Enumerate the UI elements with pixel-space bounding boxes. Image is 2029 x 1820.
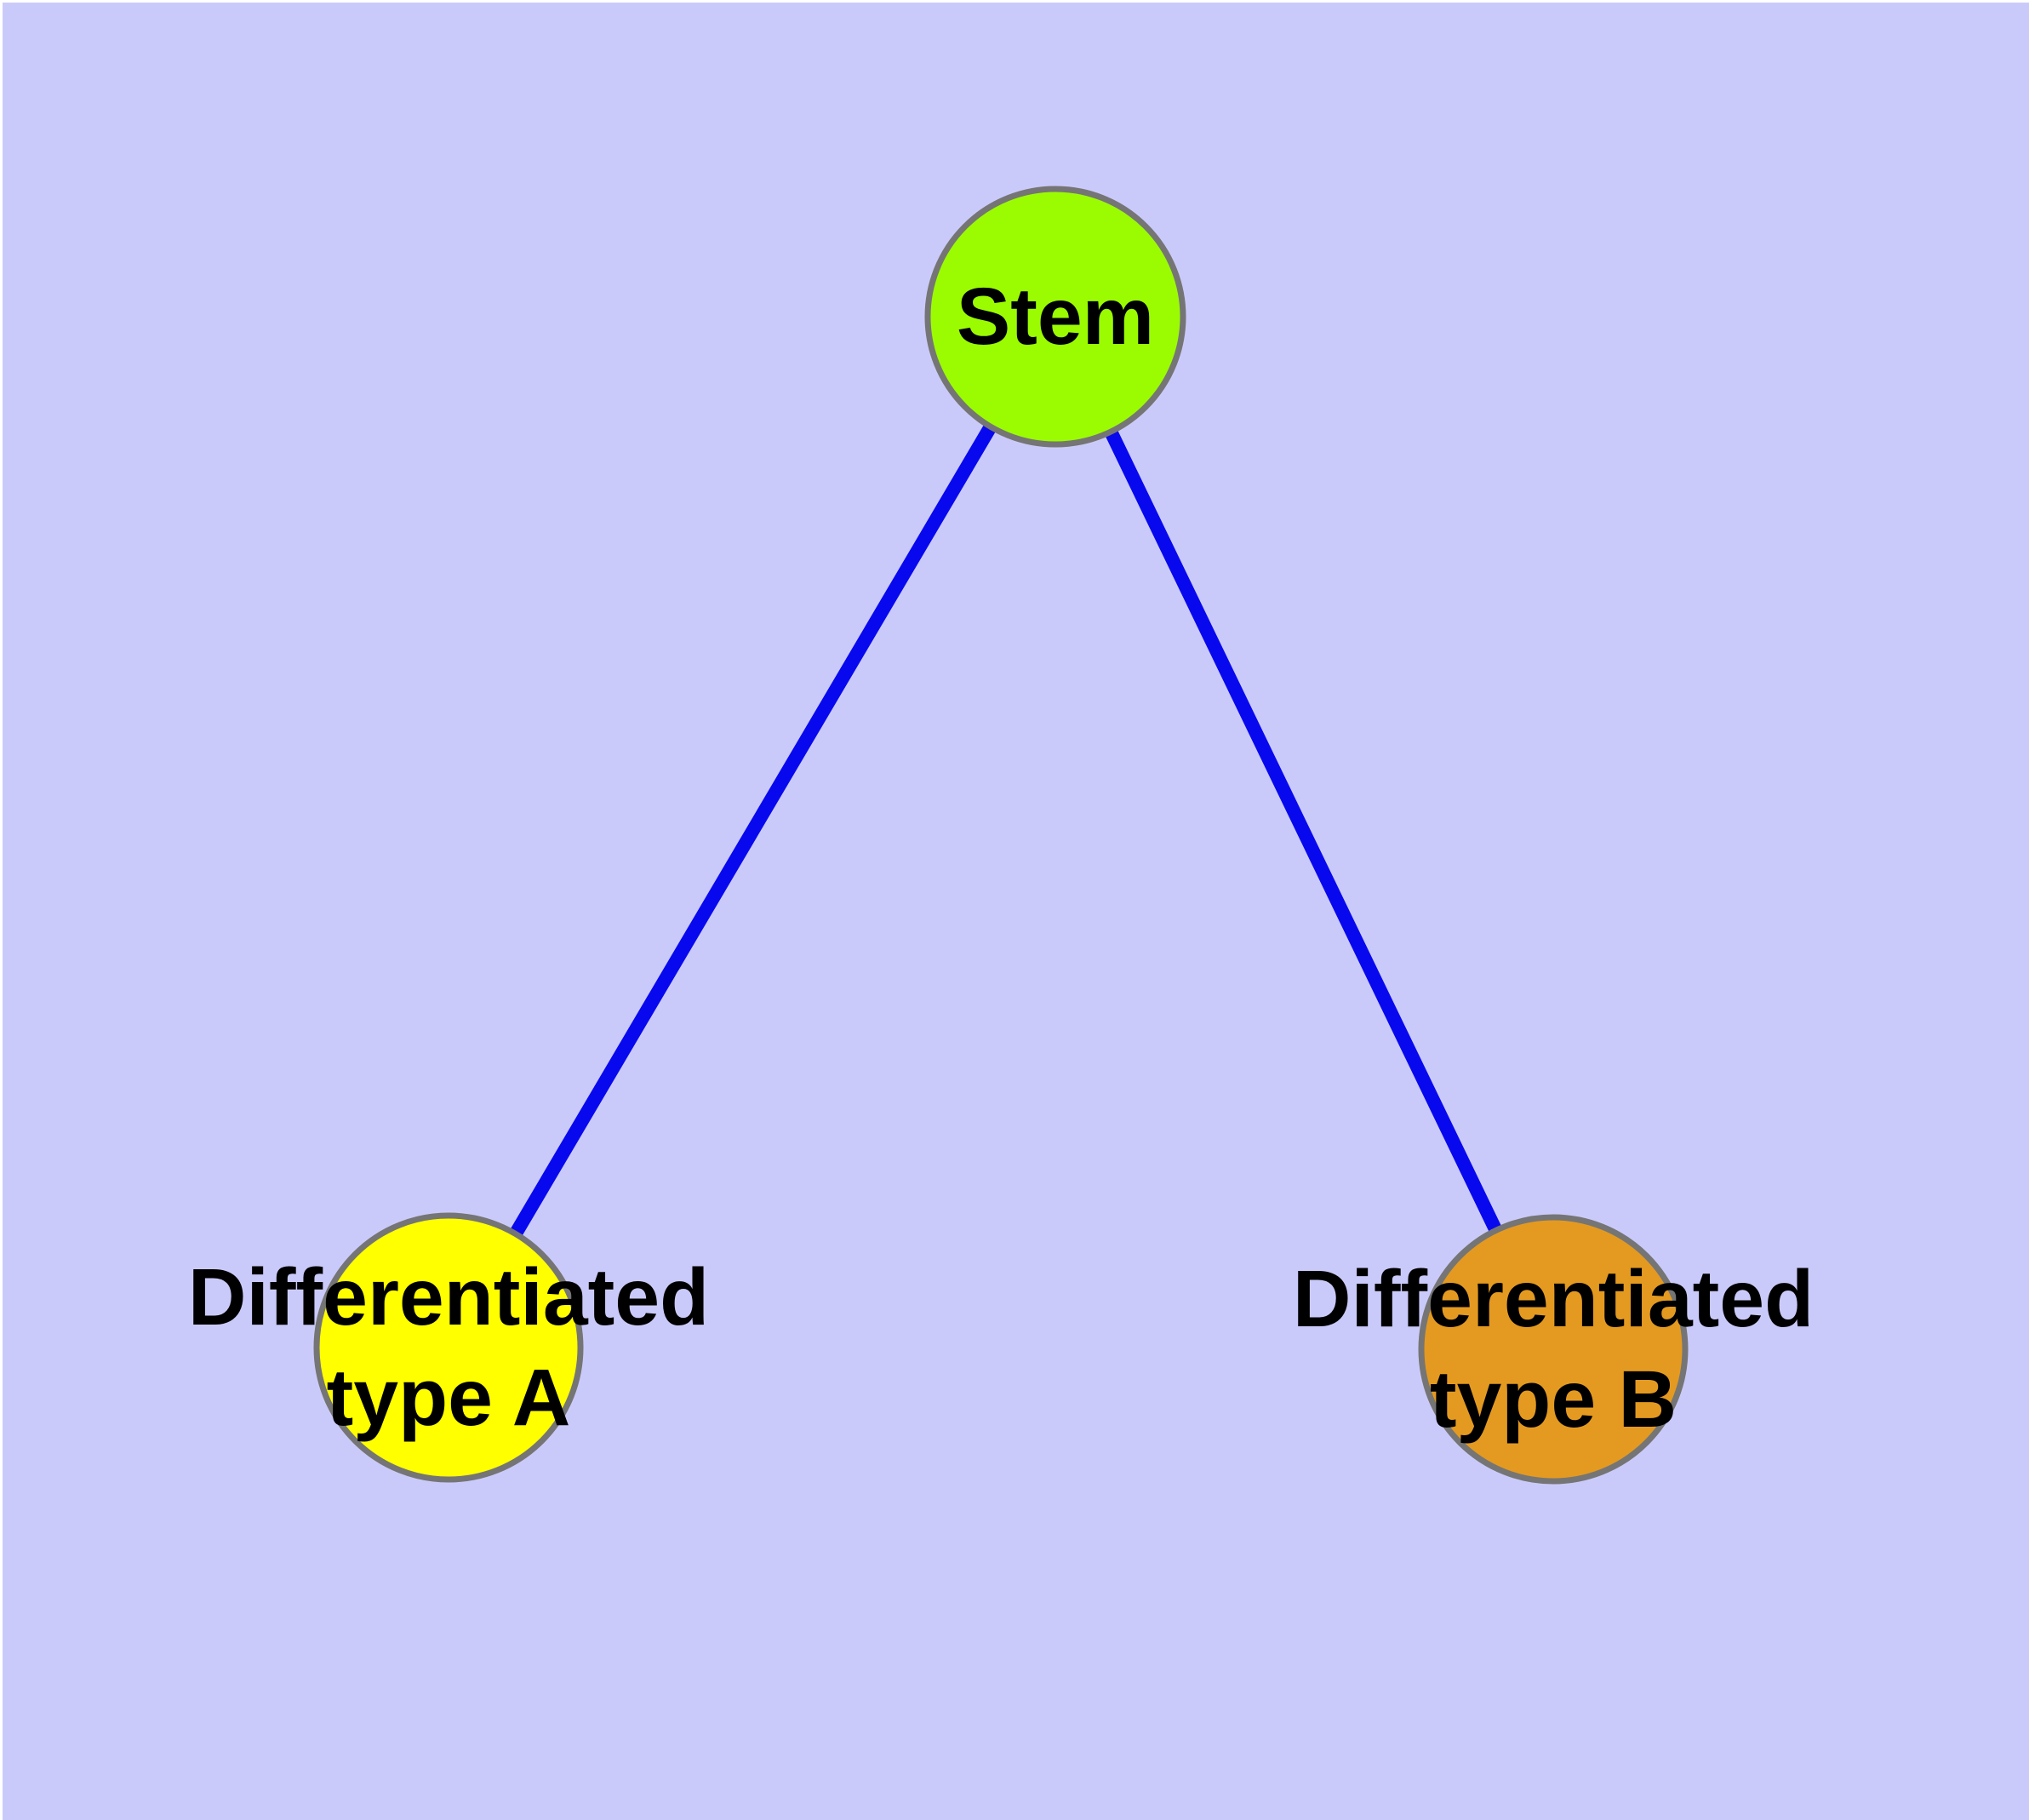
- node-type-a-circle: [313, 1212, 584, 1483]
- node-type-b-circle: [1418, 1214, 1689, 1485]
- edge-stem-to-type-b: [1049, 313, 1560, 1353]
- node-stem-circle: [924, 186, 1186, 448]
- edge-stem-to-type-a: [443, 312, 1061, 1352]
